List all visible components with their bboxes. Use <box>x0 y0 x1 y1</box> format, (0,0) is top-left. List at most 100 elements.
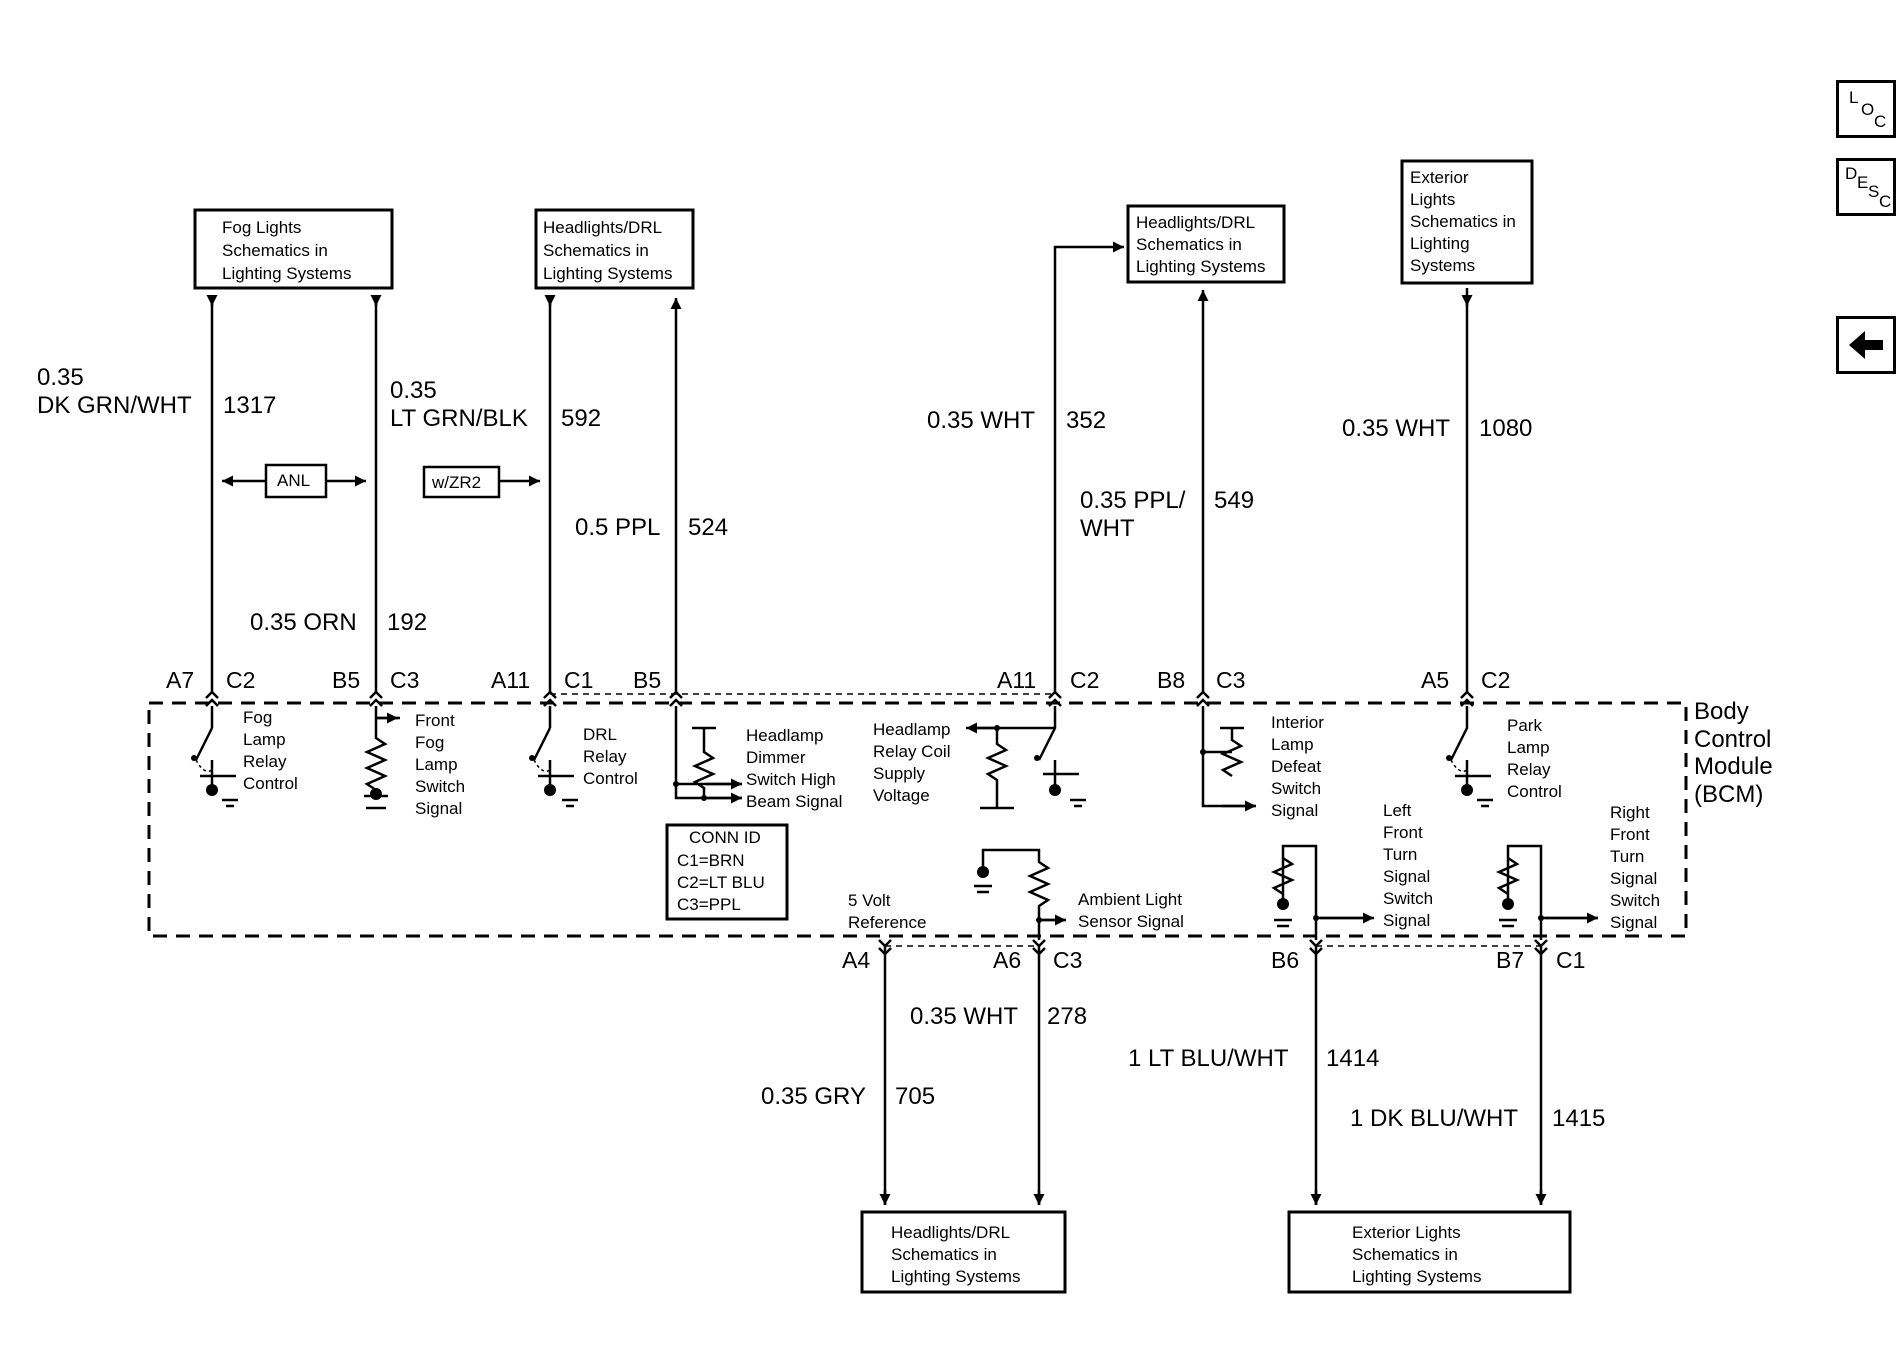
back-button[interactable] <box>1836 316 1896 374</box>
conn-a5: A5 <box>1421 667 1449 693</box>
ext-top-box-line-5: Systems <box>1410 256 1475 275</box>
wire-352[interactable] <box>1053 241 1124 692</box>
fog-lights-box[interactable] <box>193 208 394 290</box>
lf-turn-line-1: Left <box>1383 801 1412 820</box>
interior-lamp-circuit <box>1201 706 1255 808</box>
conn-b7: B7 <box>1496 947 1524 973</box>
connector-b6-symbol <box>1309 939 1323 956</box>
fog-box-line-2: Schematics in <box>222 241 328 260</box>
rf-turn-line-2: Front <box>1610 825 1650 844</box>
drl-relay-switch <box>532 706 574 790</box>
front-fog-line-1: Front <box>415 711 455 730</box>
hdrl1-box-line-3: Lighting Systems <box>543 264 672 283</box>
desc-letter-d: D <box>1845 164 1858 183</box>
wire-1080-circuit: 1080 <box>1479 415 1532 442</box>
conn-id-c3: C3=PPL <box>677 895 741 914</box>
ext-top-box-line-3: Schematics in <box>1410 212 1516 231</box>
lf-turn-line-6: Signal <box>1383 911 1430 930</box>
hdrl-bottom-box-line-1: Headlights/DRL <box>891 1223 1010 1242</box>
loc-letter-l: L <box>1849 88 1859 107</box>
interior-defeat-line-2: Lamp <box>1271 735 1314 754</box>
connector-b5-c3-symbol <box>369 690 383 707</box>
wire-1415-circuit: 1415 <box>1552 1105 1605 1132</box>
rf-turn-line-5: Switch <box>1610 891 1660 910</box>
wire-352-label: 0.35 WHT <box>927 407 1035 434</box>
hdrl1-box-line-2: Schematics in <box>543 241 649 260</box>
wzr2-box <box>422 465 501 499</box>
relay-coil-line-3: Supply <box>873 764 925 783</box>
wire-352-circuit: 352 <box>1066 407 1106 434</box>
wzr2-label: w/ZR2 <box>431 473 481 492</box>
wire-1414-label: 1 LT BLU/WHT <box>1128 1045 1289 1072</box>
wire-524-circuit: 524 <box>688 514 728 541</box>
conn-b5-b: B5 <box>633 667 661 693</box>
fog-box-line-1: Fog Lights <box>222 218 301 237</box>
headlights-drl-box-2[interactable] <box>1126 204 1286 284</box>
ambient-sensor-circuit <box>981 848 1065 940</box>
relay-coil-line-1: Headlamp <box>873 720 951 739</box>
wire-549-line-1: 0.35 PPL/ <box>1080 487 1186 514</box>
front-fog-line-2: Fog <box>415 733 444 752</box>
conn-c3-a: C3 <box>390 667 419 693</box>
fog-box-line-3: Lighting Systems <box>222 264 351 283</box>
interior-defeat-line-4: Switch <box>1271 779 1321 798</box>
hdrl1-box-line-1: Headlights/DRL <box>543 218 662 237</box>
conn-id-c1: C1=BRN <box>677 851 745 870</box>
headlights-drl-box-bottom[interactable] <box>860 1210 1067 1294</box>
conn-b8: B8 <box>1157 667 1185 693</box>
fog-relay-line-4: Control <box>243 774 298 793</box>
lf-turn-line-4: Signal <box>1383 867 1430 886</box>
five-volt-line-1: 5 Volt <box>848 891 891 910</box>
fog-relay-line-1: Fog <box>243 708 272 727</box>
ext-bottom-box-line-3: Lighting Systems <box>1352 1267 1481 1286</box>
connector-b7-symbol <box>1534 939 1548 956</box>
ground-symbols <box>222 798 1517 928</box>
conn-c3-c: C3 <box>1053 947 1082 973</box>
bcm-title-line-1: Body <box>1694 698 1749 725</box>
conn-a11-a: A11 <box>491 667 530 693</box>
wire-1415-label: 1 DK BLU/WHT <box>1350 1105 1518 1132</box>
lf-turn-line-2: Front <box>1383 823 1423 842</box>
connector-a6-symbol <box>1032 939 1046 956</box>
exterior-lights-box-bottom[interactable] <box>1287 1210 1572 1294</box>
connector-a11-c2-symbol <box>1048 690 1062 707</box>
conn-a7: A7 <box>166 667 194 693</box>
desc-button[interactable]: D E S C <box>1836 158 1896 216</box>
dimmer-line-4: Beam Signal <box>746 792 842 811</box>
ambient-line-1: Ambient Light <box>1078 890 1182 909</box>
wire-278-circuit: 278 <box>1047 1003 1087 1030</box>
ext-top-box-line-4: Lighting <box>1410 234 1470 253</box>
hdrl2-box-line-2: Schematics in <box>1136 235 1242 254</box>
connector-b5-symbol <box>669 690 683 707</box>
conn-c2-c: C2 <box>1481 667 1510 693</box>
bcm-title-line-2: Control <box>1694 726 1771 753</box>
headlights-drl-box-1[interactable] <box>534 208 695 290</box>
wire-524-label: 0.5 PPL <box>575 514 660 541</box>
desc-letter-c: C <box>1879 192 1892 211</box>
conn-id-box <box>665 823 789 921</box>
loc-button[interactable]: L O C <box>1836 80 1896 138</box>
wire-592-color: LT GRN/BLK <box>390 405 528 432</box>
wire-1317-circuit: 1317 <box>223 392 276 419</box>
connector-b8-symbol <box>1196 690 1210 707</box>
drl-relay-line-3: Control <box>583 769 638 788</box>
conn-c2-a: C2 <box>226 667 255 693</box>
exterior-lights-box-top[interactable] <box>1400 159 1534 285</box>
park-relay-line-4: Control <box>1507 782 1562 801</box>
conn-a11-b: A11 <box>997 667 1036 693</box>
park-relay-line-1: Park <box>1507 716 1542 735</box>
wire-192-circuit: 192 <box>387 609 427 636</box>
wire-705-label: 0.35 GRY <box>761 1083 866 1110</box>
dimmer-line-1: Headlamp <box>746 726 824 745</box>
bcm-title-line-3: Module <box>1694 753 1773 780</box>
ext-top-box-line-2: Lights <box>1410 190 1455 209</box>
conn-id-c2: C2=LT BLU <box>677 873 765 892</box>
dimmer-line-2: Dimmer <box>746 748 806 767</box>
conn-a6: A6 <box>993 947 1021 973</box>
front-fog-line-5: Signal <box>415 799 462 818</box>
wire-1080-label: 0.35 WHT <box>1342 415 1450 442</box>
front-fog-resistor <box>363 706 400 798</box>
lf-turn-line-3: Turn <box>1383 845 1417 864</box>
front-fog-line-4: Switch <box>415 777 465 796</box>
